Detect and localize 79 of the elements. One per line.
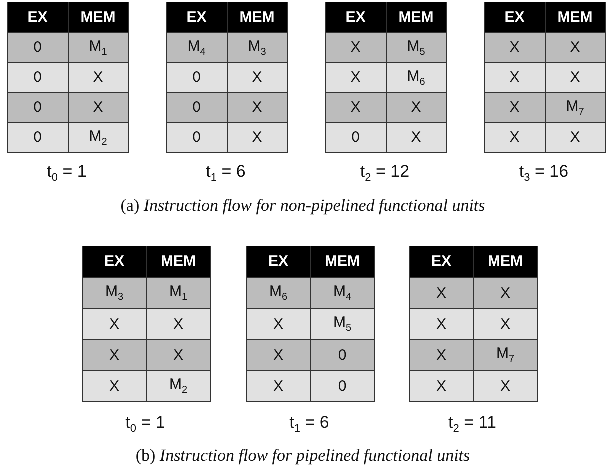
column-header: MEM: [546, 2, 605, 32]
table-cell: 0: [311, 340, 374, 370]
figure-caption: (b) Instruction flow for pipelined functional units: [134, 446, 472, 466]
time-label: t$_{0}$ = 1: [46, 162, 88, 184]
column-header: EX: [8, 2, 68, 32]
time-label: t$_{2}$ = 12: [359, 162, 411, 184]
table-cell: 0: [326, 123, 386, 152]
column-header: EX: [485, 2, 544, 32]
table-cell: X: [546, 63, 605, 92]
column-header: EX: [83, 246, 146, 277]
table-cell: M$_{1}$: [147, 278, 210, 308]
column-header: MEM: [228, 2, 287, 32]
table-cell: X: [485, 33, 544, 62]
table-cell: 0: [167, 123, 226, 152]
table-cell: X: [228, 63, 287, 92]
table-cell: 0: [167, 93, 226, 122]
table-cell: M$_{4}$: [311, 278, 374, 308]
table-cell: X: [546, 123, 605, 152]
table-cell: X: [546, 33, 605, 62]
table-cell: X: [410, 371, 473, 401]
table-cell: X: [228, 123, 287, 152]
table-cell: X: [386, 93, 446, 122]
time-label: t$_{0}$ = 1: [124, 413, 166, 435]
table-cell: M$_{4}$: [167, 33, 226, 62]
table-cell: X: [485, 93, 544, 122]
column-header: EX: [326, 2, 386, 32]
time-label: t$_{2}$ = 11: [448, 413, 498, 435]
table-cell: X: [147, 340, 210, 370]
column-header: MEM: [474, 246, 537, 277]
table-cell: M$_{2}$: [68, 123, 128, 152]
table-cell: X: [474, 371, 537, 401]
table-cell: M$_{6}$: [386, 63, 446, 92]
table-cell: X: [68, 63, 128, 92]
table-cell: X: [326, 33, 386, 62]
table-cell: M$_{2}$: [147, 371, 210, 401]
table-cell: X: [83, 340, 146, 370]
table-cell: M$_{3}$: [228, 33, 287, 62]
table-cell: M$_{5}$: [311, 309, 374, 339]
table-cell: M$_{5}$: [386, 33, 446, 62]
table-cell: M$_{3}$: [83, 278, 146, 308]
table-cell: X: [247, 340, 310, 370]
table-cell: M$_{6}$: [247, 278, 310, 308]
time-label: t$_{1}$ = 6: [288, 413, 330, 435]
table-cell: X: [83, 309, 146, 339]
table-cell: 0: [8, 93, 68, 122]
table-cell: 0: [8, 123, 68, 152]
figure-caption: (a) Instruction flow for non-pipelined functional units: [120, 196, 486, 216]
time-label: t$_{3}$ = 16: [518, 162, 570, 184]
table-cell: X: [474, 309, 537, 339]
table-cell: X: [485, 63, 544, 92]
table-cell: 0: [311, 371, 374, 401]
column-header: EX: [410, 246, 473, 277]
table-cell: X: [386, 123, 446, 152]
table-cell: X: [68, 93, 128, 122]
table-cell: 0: [167, 63, 226, 92]
column-header: MEM: [386, 2, 446, 32]
table-cell: X: [326, 93, 386, 122]
table-cell: X: [247, 309, 310, 339]
table-cell: 0: [8, 33, 68, 62]
table-cell: M$_{7}$: [474, 340, 537, 370]
table-cell: X: [228, 93, 287, 122]
table-cell: M$_{7}$: [546, 93, 605, 122]
table-cell: X: [247, 371, 310, 401]
table-cell: X: [410, 309, 473, 339]
table-cell: X: [474, 278, 537, 308]
table-cell: M$_{1}$: [68, 33, 128, 62]
table-cell: X: [147, 309, 210, 339]
table-cell: X: [410, 278, 473, 308]
table-cell: X: [83, 371, 146, 401]
column-header: EX: [167, 2, 226, 32]
column-header: MEM: [147, 246, 210, 277]
column-header: MEM: [311, 246, 374, 277]
table-cell: X: [485, 123, 544, 152]
column-header: EX: [247, 246, 310, 277]
table-cell: X: [326, 63, 386, 92]
table-cell: 0: [8, 63, 68, 92]
table-cell: X: [410, 340, 473, 370]
column-header: MEM: [68, 2, 128, 32]
time-label: t$_{1}$ = 6: [205, 162, 247, 184]
